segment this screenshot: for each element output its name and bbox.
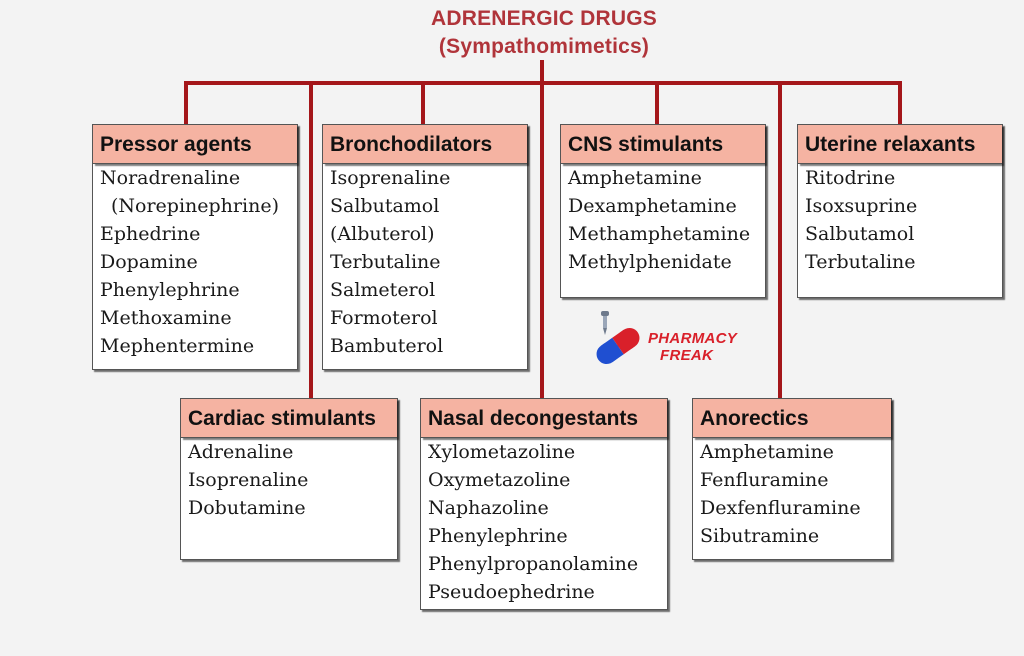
drug-list: Noradrenaline (Norepinephrine) Ephedrine…	[93, 164, 297, 360]
category-header: Nasal decongestants	[421, 399, 667, 438]
drug-list: Adrenaline Isoprenaline Dobutamine	[181, 438, 397, 522]
drug-item: Oxymetazoline	[428, 469, 571, 491]
drug-item: Isoprenaline	[188, 469, 309, 491]
drug-item: Xylometazoline	[428, 441, 576, 463]
drug-item: Phenylephrine	[100, 279, 240, 301]
drug-item: Terbutaline	[330, 251, 441, 273]
category-header: CNS stimulants	[561, 125, 765, 164]
category-box-uterine-relaxants: Uterine relaxants Ritodrine Isoxsuprine …	[797, 124, 1003, 298]
category-box-cns-stimulants: CNS stimulants Amphetamine Dexamphetamin…	[560, 124, 766, 298]
drug-item: Isoxsuprine	[805, 195, 918, 217]
drug-item: Naphazoline	[428, 497, 549, 519]
category-box-pressor-agents: Pressor agents Noradrenaline (Norepineph…	[92, 124, 298, 370]
drug-list: Ritodrine Isoxsuprine Salbutamol Terbuta…	[798, 164, 1002, 276]
drug-item: Amphetamine	[700, 441, 834, 463]
drug-item: Pseudoephedrine	[428, 581, 595, 603]
drug-list: Xylometazoline Oxymetazoline Naphazoline…	[421, 438, 667, 606]
drug-item: (Albuterol)	[330, 223, 435, 245]
drug-item: Methoxamine	[100, 307, 232, 329]
drug-item: Noradrenaline	[100, 167, 241, 189]
category-box-nasal-decongestants: Nasal decongestants Xylometazoline Oxyme…	[420, 398, 668, 610]
drug-list: Amphetamine Dexamphetamine Methamphetami…	[561, 164, 765, 276]
drug-item: Methylphenidate	[568, 251, 732, 273]
pharmacy-freak-logo: PHARMACY FREAK	[588, 308, 748, 370]
logo-text-line2: FREAK	[660, 347, 714, 364]
drug-item: Sibutramine	[700, 525, 820, 547]
drug-item: Formoterol	[330, 307, 438, 329]
drug-item: Adrenaline	[188, 441, 294, 463]
drug-item: Methamphetamine	[568, 223, 751, 245]
drug-list: Amphetamine Fenfluramine Dexfenfluramine…	[693, 438, 891, 550]
drug-item: Bambuterol	[330, 335, 444, 357]
drug-item: Ritodrine	[805, 167, 896, 189]
drug-item: Terbutaline	[805, 251, 916, 273]
drug-item: Salmeterol	[330, 279, 436, 301]
capsule-dropper-icon	[596, 311, 640, 365]
drug-item: Salbutamol	[805, 223, 915, 245]
diagram-subtitle: (Sympathomimetics)	[438, 35, 650, 58]
drug-item: Dopamine	[100, 251, 198, 273]
drug-list: Isoprenaline Salbutamol (Albuterol) Terb…	[323, 164, 527, 360]
drug-item: Ephedrine	[100, 223, 201, 245]
category-box-cardiac-stimulants: Cardiac stimulants Adrenaline Isoprenali…	[180, 398, 398, 560]
drug-item: Dobutamine	[188, 497, 306, 519]
logo-text-line1: PHARMACY	[648, 330, 738, 347]
category-header: Bronchodilators	[323, 125, 527, 164]
drug-item: Dexfenfluramine	[700, 497, 861, 519]
diagram-title: ADRENERGIC DRUGS	[430, 7, 658, 30]
drug-item: Amphetamine	[568, 167, 702, 189]
drug-item: Phenylpropanolamine	[428, 553, 639, 575]
category-box-anorectics: Anorectics Amphetamine Fenfluramine Dexf…	[692, 398, 892, 560]
category-header: Anorectics	[693, 399, 891, 438]
drug-item: Mephentermine	[100, 335, 255, 357]
category-header: Pressor agents	[93, 125, 297, 164]
drug-item: (Norepinephrine)	[111, 195, 279, 217]
category-header: Uterine relaxants	[798, 125, 1002, 164]
category-box-bronchodilators: Bronchodilators Isoprenaline Salbutamol …	[322, 124, 528, 370]
drug-item: Dexamphetamine	[568, 195, 737, 217]
drug-item: Isoprenaline	[330, 167, 451, 189]
category-header: Cardiac stimulants	[181, 399, 397, 438]
drug-item: Phenylephrine	[428, 525, 568, 547]
drug-item: Fenfluramine	[700, 469, 829, 491]
drug-item: Salbutamol	[330, 195, 440, 217]
